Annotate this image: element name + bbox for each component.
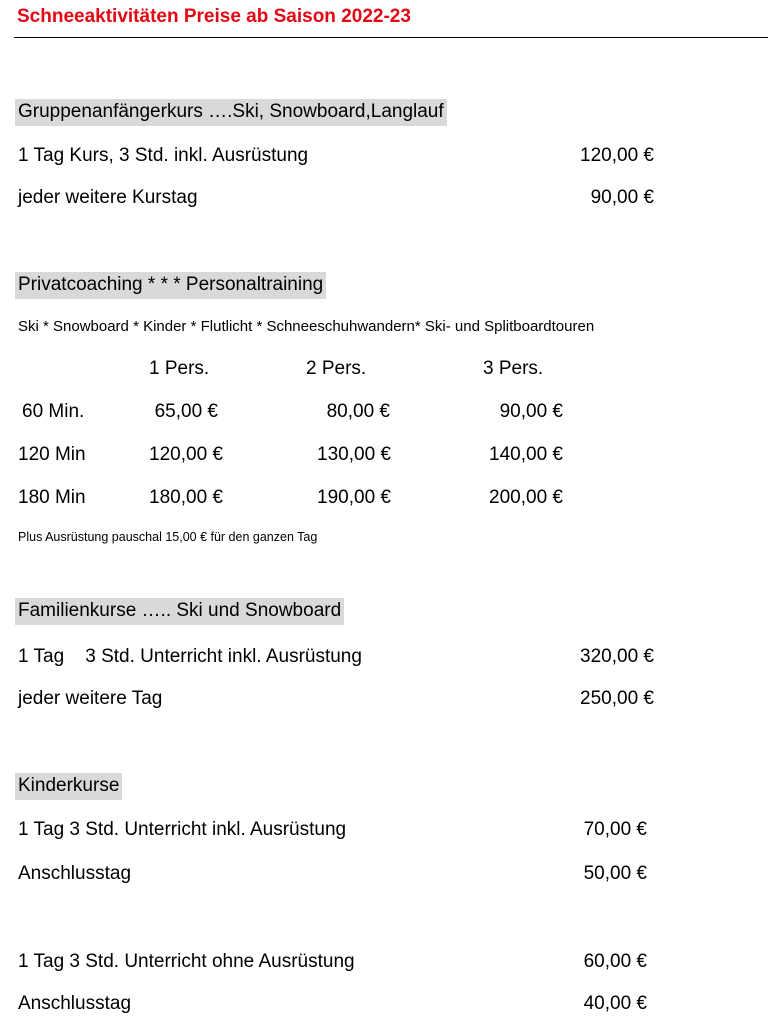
private-coaching-subtitle: Ski * Snowboard * Kinder * Flutlicht * S… [18,318,595,335]
group-course-row-price: 120,00 € [580,145,654,166]
kids-course-row-label: 1 Tag 3 Std. Unterricht inkl. Ausrüstung [18,819,347,840]
price-cell: 90,00 € [499,401,563,422]
title-divider [14,37,768,38]
column-header: 1 Pers. [149,358,210,379]
price-cell: 190,00 € [317,487,391,508]
price-cell: 180,00 € [149,487,223,508]
kids-course-row-price: 70,00 € [583,819,647,840]
price-cell: 130,00 € [317,444,391,465]
duration-cell: 60 Min. [22,401,85,422]
private-coaching-heading: Privatcoaching * * * Personaltraining [15,272,327,299]
price-cell: 80,00 € [326,401,390,422]
page-title: Schneeaktivitäten Preise ab Saison 2022-… [17,6,411,27]
family-course-row-label: jeder weitere Tag [18,688,163,709]
kids-course-row-price: 60,00 € [583,951,647,972]
family-course-row-label: 1 Tag 3 Std. Unterricht inkl. Ausrüstung [18,646,362,667]
price-cell: 65,00 € [154,401,218,422]
column-header: 2 Pers. [306,358,367,379]
kids-course-heading: Kinderkurse [15,773,123,800]
group-course-row-label: 1 Tag Kurs, 3 Std. inkl. Ausrüstung [18,145,309,166]
kids-course-row-price: 50,00 € [583,863,647,884]
price-cell: 120,00 € [149,444,223,465]
kids-course-row-price: 40,00 € [583,993,647,1014]
family-course-heading: Familienkurse ….. Ski und Snowboard [15,598,345,625]
group-course-row-label: jeder weitere Kurstag [18,187,198,208]
price-cell: 200,00 € [489,487,563,508]
family-course-row-price: 250,00 € [580,688,654,709]
kids-course-row-label: Anschlusstag [18,863,132,884]
group-course-heading: Gruppenanfängerkurs ….Ski, Snowboard,Lan… [15,99,447,126]
duration-cell: 120 Min [18,444,86,465]
group-course-row-price: 90,00 € [590,187,654,208]
family-course-row-price: 320,00 € [580,646,654,667]
kids-course-row-label: Anschlusstag [18,993,132,1014]
duration-cell: 180 Min [18,487,86,508]
price-cell: 140,00 € [489,444,563,465]
column-header: 3 Pers. [483,358,544,379]
kids-course-row-label: 1 Tag 3 Std. Unterricht ohne Ausrüstung [18,951,355,972]
equipment-note: Plus Ausrüstung pauschal 15,00 € für den… [18,530,318,544]
